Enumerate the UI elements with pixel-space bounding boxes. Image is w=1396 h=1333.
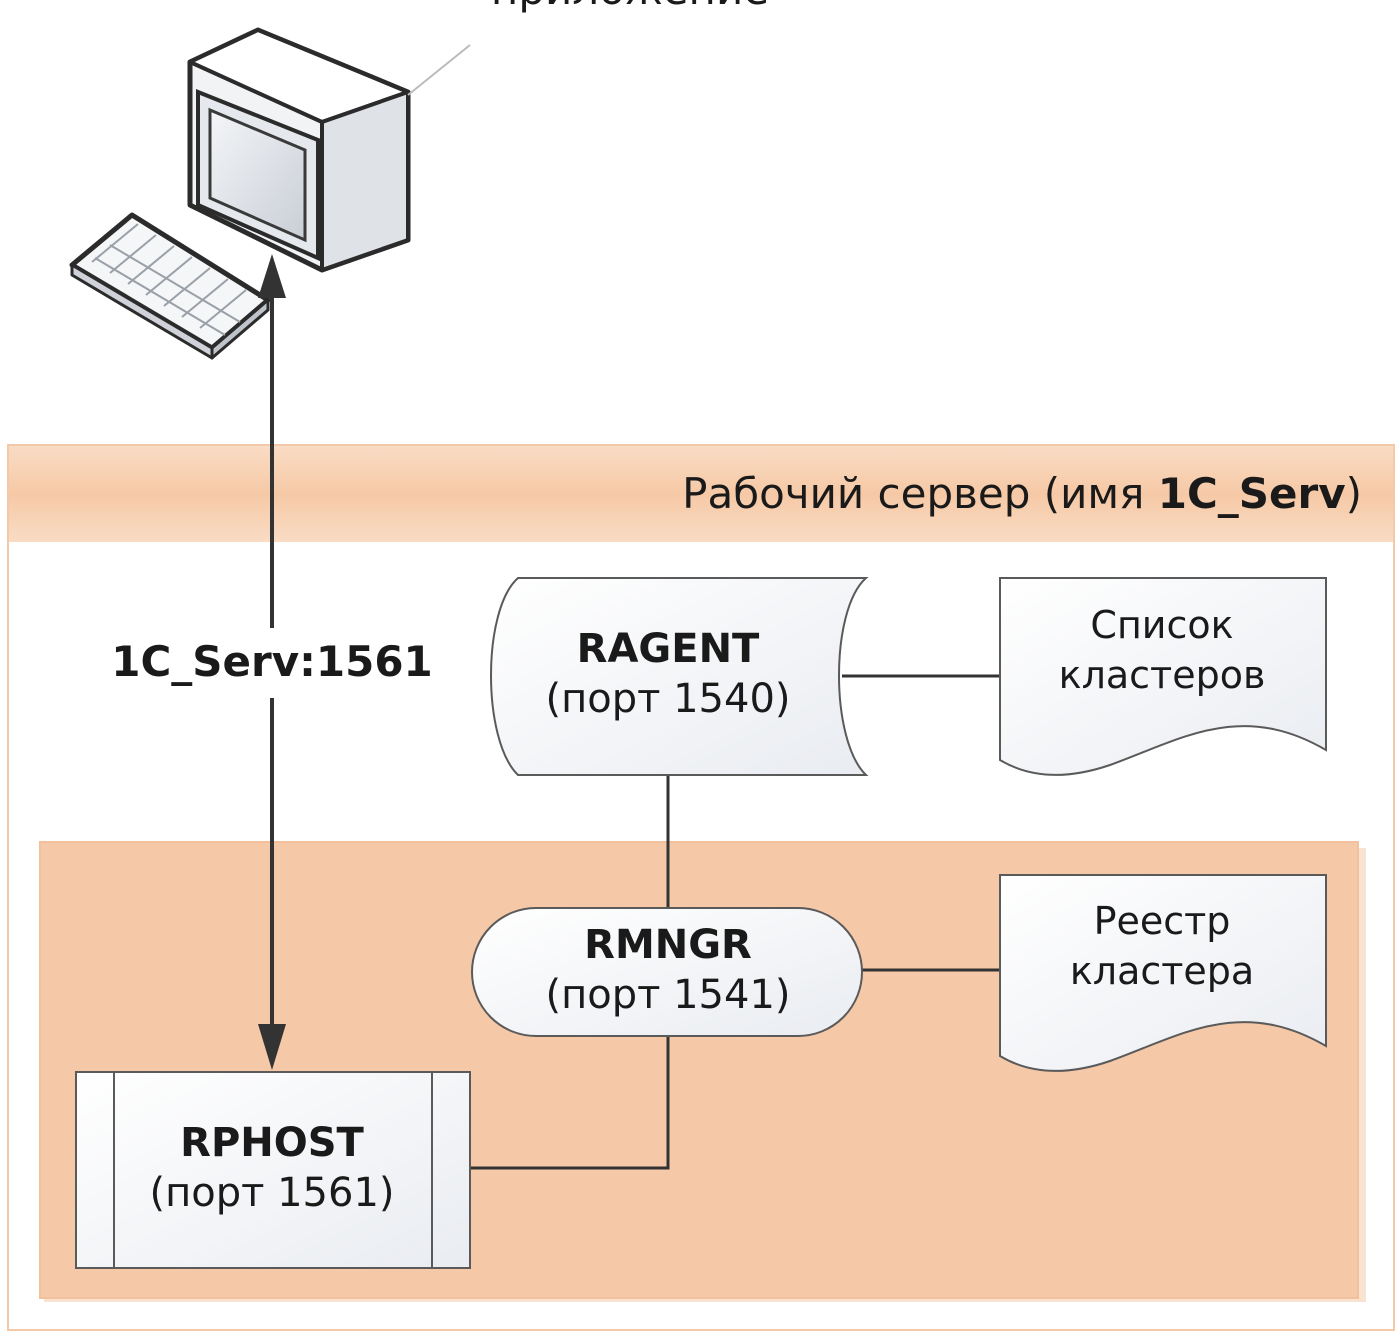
server-title: Рабочий сервер (имя 1C_Serv) — [682, 469, 1362, 518]
arrow-down-icon — [258, 1024, 286, 1070]
ragent-node: RAGENT (порт 1540) — [490, 577, 869, 776]
computer-icon — [69, 27, 471, 360]
rmngr-port: (порт 1541) — [545, 972, 790, 1018]
clusters-list-line2: кластеров — [1059, 653, 1266, 697]
rmngr-node: RMNGR (порт 1541) — [471, 907, 863, 1037]
client-caption: приложение — [491, 0, 769, 14]
ragent-port: (порт 1540) — [545, 676, 790, 722]
connection-label: 1C_Serv:1561 — [111, 637, 433, 686]
cluster-registry-line1: Реестр — [1094, 899, 1231, 943]
connector-rmngr-rphost — [470, 1030, 670, 1170]
rphost-port: (порт 1561) — [149, 1170, 394, 1216]
clusters-list-line1: Список — [1090, 603, 1233, 647]
rphost-name: RPHOST — [180, 1120, 364, 1166]
cluster-registry-line2: кластера — [1070, 949, 1254, 993]
cluster-registry-node: Реестр кластера — [999, 874, 1327, 1072]
clusters-list-node: Список кластеров — [999, 577, 1327, 776]
rphost-node: RPHOST (порт 1561) — [75, 1071, 471, 1269]
arrow-up-icon — [258, 254, 286, 298]
rmngr-name: RMNGR — [584, 922, 752, 968]
server-title-band — [9, 446, 1393, 542]
ragent-name: RAGENT — [577, 626, 760, 672]
